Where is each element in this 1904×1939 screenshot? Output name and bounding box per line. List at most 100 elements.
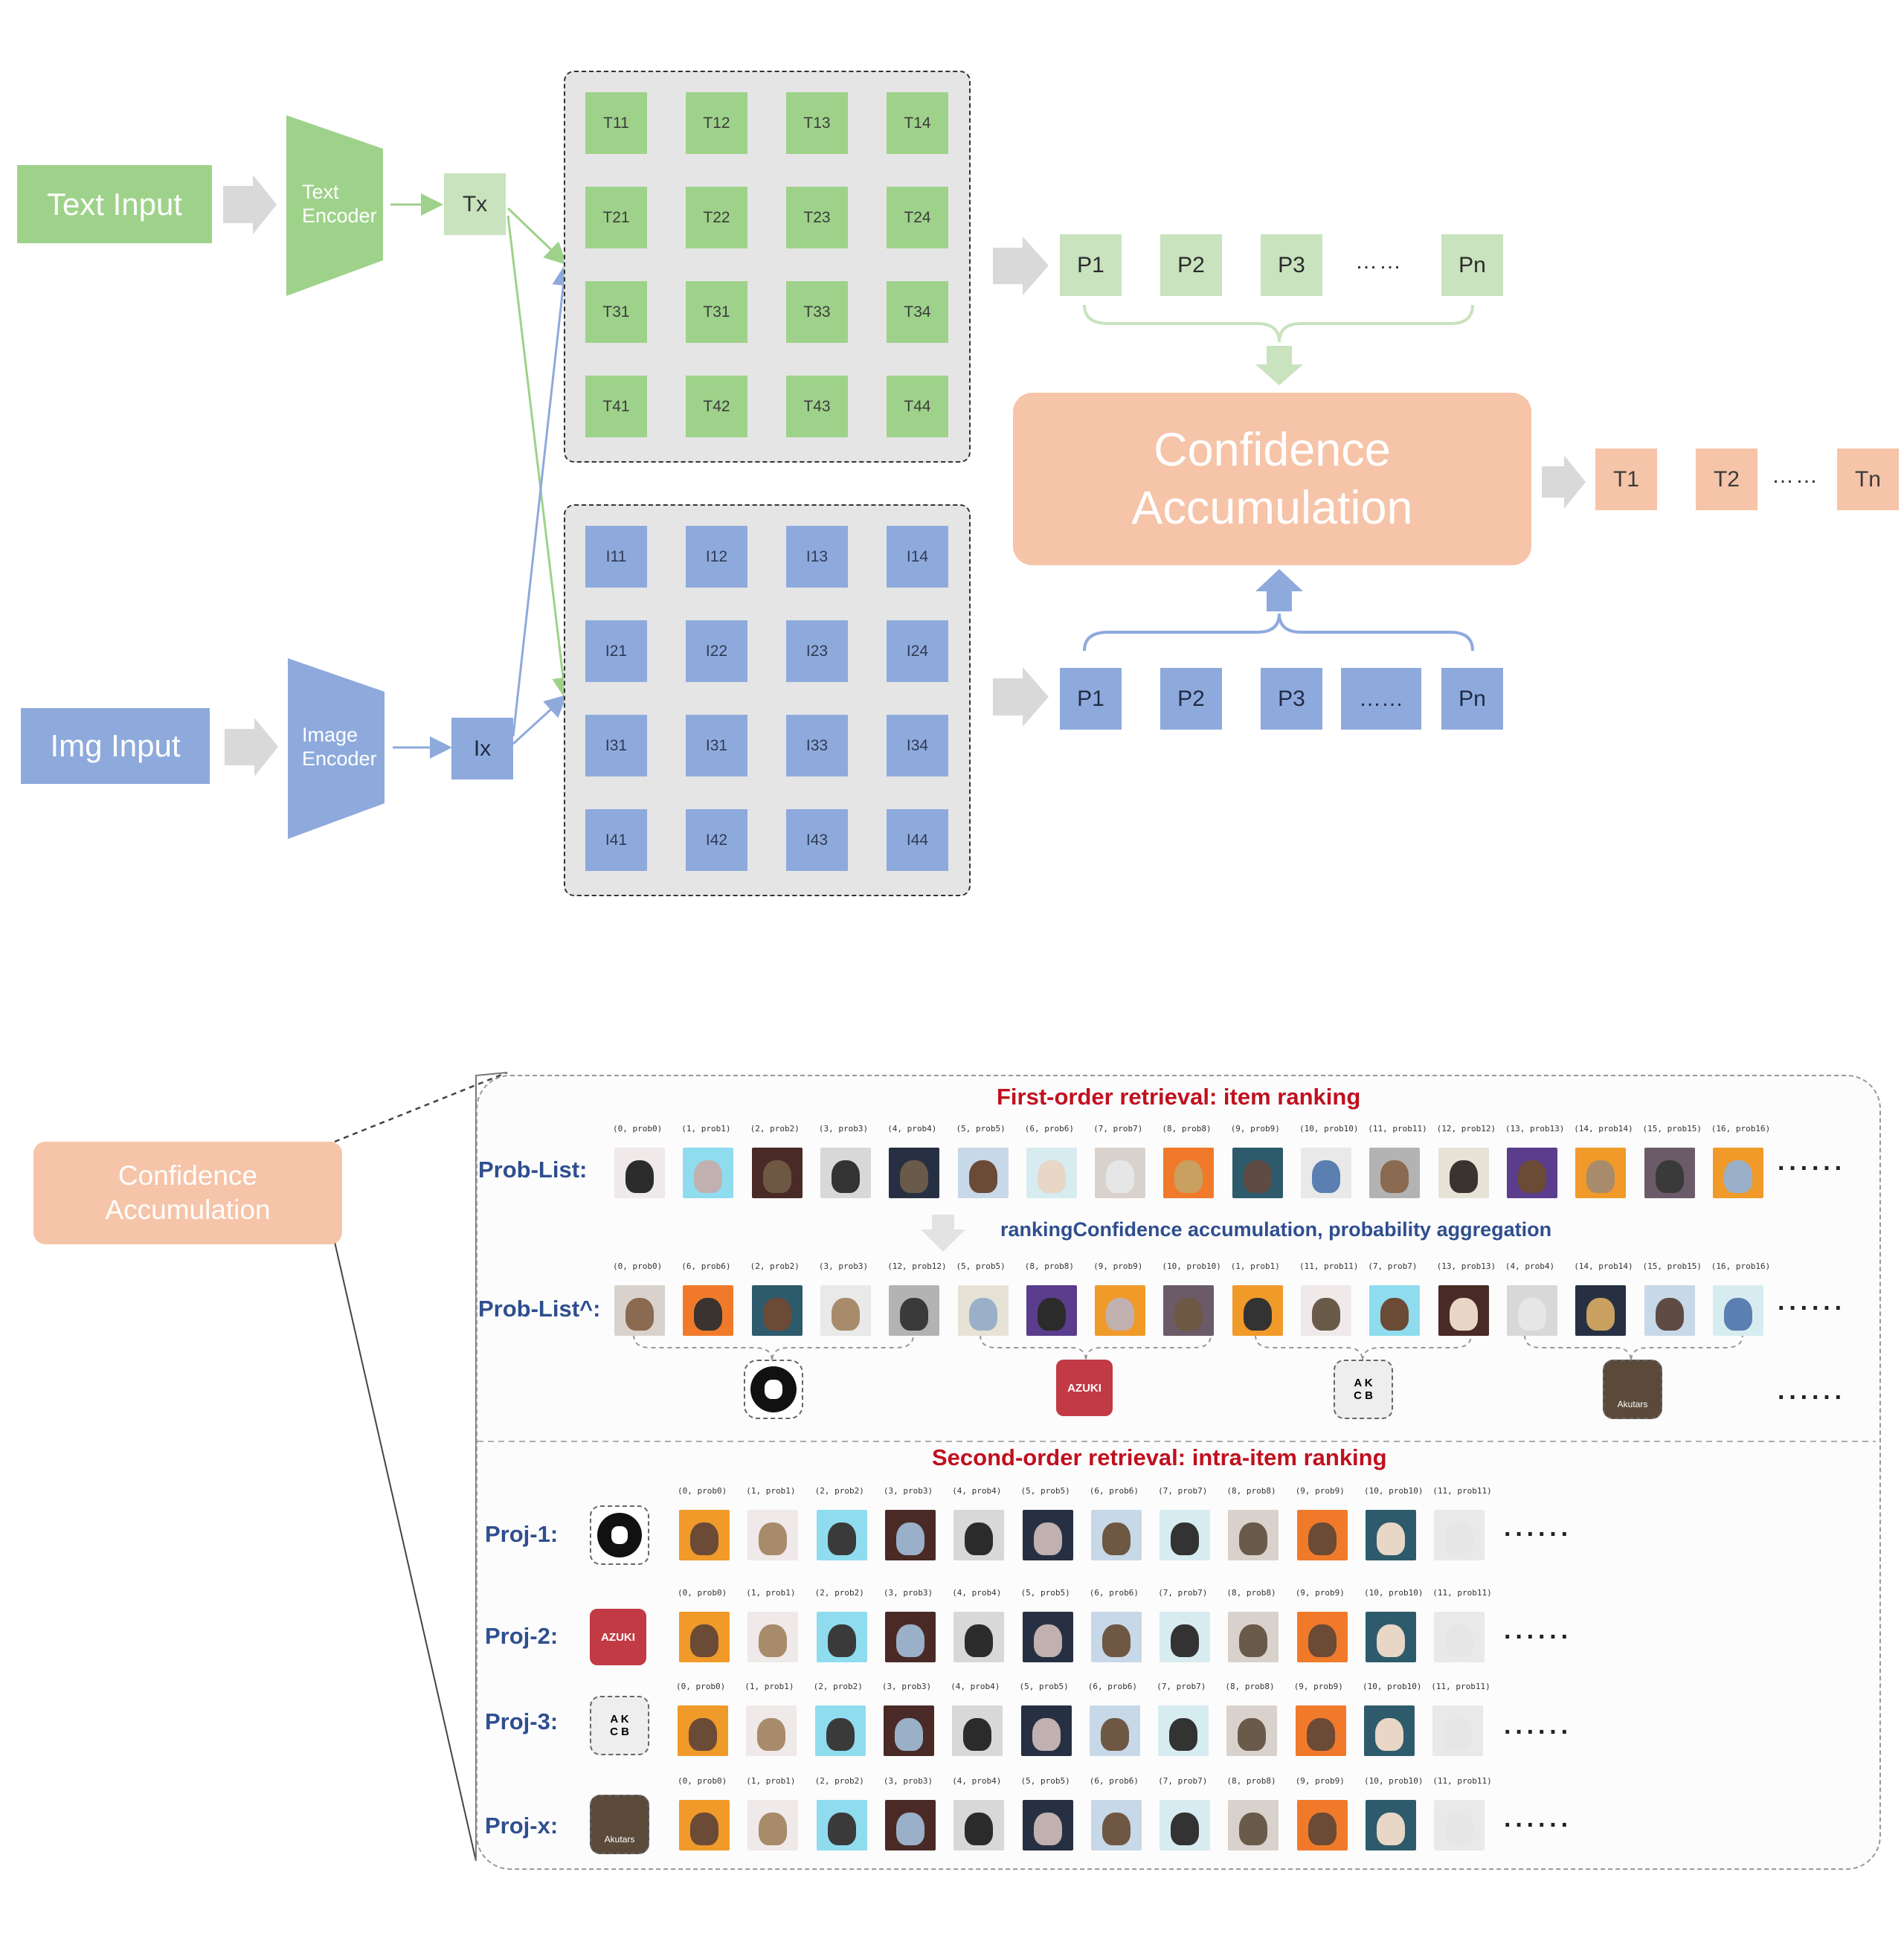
proj-3-prob-label: (8, prob8) [1225, 1682, 1275, 1691]
prob-list-nft-thumbnail [889, 1148, 940, 1198]
proj-3-prob-label: (5, prob5) [1019, 1682, 1069, 1691]
prob-list-hat-trailing: ······ [1778, 1294, 1846, 1322]
prob-list-prob-label: (4, prob4) [887, 1124, 937, 1134]
prob-list-hat-prob-label: (1, prob1) [1230, 1261, 1280, 1271]
image-grid-cell: I23 [786, 620, 848, 682]
text-grid-cell: T31 [585, 281, 647, 343]
image-grid-cell: I11 [585, 526, 647, 588]
text-grid-cell: T44 [887, 376, 948, 437]
prob-list-prob-label: (3, prob3) [818, 1124, 869, 1134]
tx-label: Tx [462, 191, 488, 216]
proj-1-prob-label: (9, prob9) [1295, 1486, 1345, 1496]
image-grid-cell: I33 [786, 715, 848, 776]
image-encoder-label: Image Encoder [302, 724, 377, 770]
prob-list-nft-thumbnail [1232, 1148, 1283, 1198]
prob-list-nft-thumbnail [1438, 1148, 1489, 1198]
proj-x-nft-thumbnail [953, 1800, 1005, 1850]
confidence-accumulation-small-label: Confidence Accumulation [105, 1160, 271, 1225]
image-grid-cell: I13 [786, 526, 848, 588]
proj-3-prob-label: (11, prob11) [1431, 1682, 1490, 1691]
proj-1-prob-label: (7, prob7) [1158, 1486, 1208, 1496]
bayc-logo-mark [750, 1366, 797, 1412]
text-grid-cell: T31 [686, 281, 747, 343]
p-green-n: Pn [1441, 234, 1503, 296]
t-out-n: Tn [1837, 448, 1899, 510]
proj-x-prob-label: (3, prob3) [883, 1776, 933, 1786]
prob-list-hat-prob-label: (5, prob5) [956, 1261, 1006, 1271]
proj-1-prob-label: (2, prob2) [814, 1486, 864, 1496]
proj-2-trailing: ······ [1504, 1623, 1572, 1651]
proj-x-prob-label: (4, prob4) [952, 1776, 1002, 1786]
proj-2-nft-thumbnail [884, 1612, 936, 1662]
proj-x-nft-thumbnail [1090, 1800, 1142, 1850]
first-order-title: First-order retrieval: item ranking [997, 1084, 1361, 1110]
confidence-accumulation-label: Confidence Accumulation [1131, 424, 1413, 534]
p-blue-ellipsis: …… [1359, 686, 1403, 711]
prob-list-nft-thumbnail [751, 1148, 803, 1198]
proj-x-prob-label: (8, prob8) [1226, 1776, 1276, 1786]
ix-label: Ix [473, 736, 492, 761]
image-grid-cell: I41 [585, 809, 647, 871]
prob-list-prob-label: (11, prob11) [1368, 1124, 1427, 1134]
proj-2-prob-label: (9, prob9) [1295, 1588, 1345, 1598]
t-out-2: T2 [1696, 448, 1757, 510]
prob-list-hat-prob-label: (10, prob10) [1162, 1261, 1221, 1271]
prob-list-nft-thumbnail [1575, 1148, 1627, 1198]
proj-2-prob-label: (7, prob7) [1158, 1588, 1208, 1598]
p-blue-n: Pn [1441, 668, 1503, 730]
proj-x-nft-thumbnail [679, 1800, 730, 1850]
second-order-title: Second-order retrieval: intra-item ranki… [932, 1444, 1387, 1470]
prob-list-hat-nft-thumbnail [957, 1285, 1009, 1336]
prob-list-prob-label: (5, prob5) [956, 1124, 1006, 1134]
prob-list-prob-label: (15, prob15) [1642, 1124, 1702, 1134]
proj-x-prob-label: (11, prob11) [1432, 1776, 1492, 1786]
p-blue-1: P1 [1060, 668, 1122, 730]
proj-1-nft-thumbnail [1228, 1510, 1279, 1560]
prob-list-prob-label: (8, prob8) [1162, 1124, 1212, 1134]
proj-1-logo-mark [597, 1513, 642, 1557]
prob-list-hat-prob-label: (7, prob7) [1368, 1261, 1418, 1271]
proj-x-logo-text: Akutars [604, 1834, 635, 1845]
prob-list-hat-prob-label: (9, prob9) [1093, 1261, 1143, 1271]
t-out-1: T1 [1595, 448, 1657, 510]
proj-3-prob-label: (10, prob10) [1363, 1682, 1422, 1691]
prob-list-label: Prob-List: [478, 1157, 588, 1183]
proj-x-prob-label: (5, prob5) [1020, 1776, 1070, 1786]
proj-x-nft-thumbnail [747, 1800, 799, 1850]
proj-1-nft-thumbnail [1366, 1510, 1416, 1560]
proj-3-prob-label: (4, prob4) [951, 1682, 1000, 1691]
proj-2-nft-thumbnail [1090, 1612, 1142, 1662]
prob-list-prob-label: (9, prob9) [1230, 1124, 1280, 1134]
prob-list-trailing: ······ [1778, 1154, 1846, 1183]
prob-list-prob-label: (0, prob0) [613, 1124, 663, 1134]
proj-2-nft-thumbnail [1160, 1612, 1211, 1662]
azuki-logo: AZUKI [1056, 1360, 1113, 1416]
text-grid-cell: T22 [686, 187, 747, 248]
proj-x-nft-thumbnail [1160, 1800, 1211, 1850]
proj-2-prob-label: (6, prob6) [1089, 1588, 1139, 1598]
proj-1-nft-thumbnail [1090, 1510, 1142, 1560]
image-grid-cell: I31 [686, 715, 747, 776]
proj-3-nft-thumbnail [1432, 1705, 1484, 1756]
prob-list-hat-prob-label: (6, prob6) [681, 1261, 731, 1271]
p-blue-2-label: P2 [1177, 686, 1205, 711]
text-input-label: Text Input [46, 186, 183, 222]
proj-3-nft-thumbnail [1020, 1705, 1072, 1756]
proj-1-nft-thumbnail [679, 1510, 730, 1560]
prob-list-prob-label: (1, prob1) [681, 1124, 731, 1134]
img-input-label: Img Input [50, 728, 181, 763]
bayc-logo [744, 1360, 803, 1419]
proj-2-nft-thumbnail [953, 1612, 1005, 1662]
proj-1-prob-label: (5, prob5) [1020, 1486, 1070, 1496]
proj-3-logo-top: A K [610, 1713, 629, 1726]
group-braces [633, 1334, 1743, 1362]
proj-3-nft-thumbnail [1295, 1705, 1346, 1756]
proj-3-logo-bottom: C B [610, 1726, 629, 1738]
text-grid-cell: T33 [786, 281, 848, 343]
proj-2-nft-thumbnail [1228, 1612, 1279, 1662]
ix-box: Ix [451, 718, 513, 779]
akcb-logo-bottom: C B [1354, 1389, 1373, 1402]
proj-x-prob-label: (9, prob9) [1295, 1776, 1345, 1786]
